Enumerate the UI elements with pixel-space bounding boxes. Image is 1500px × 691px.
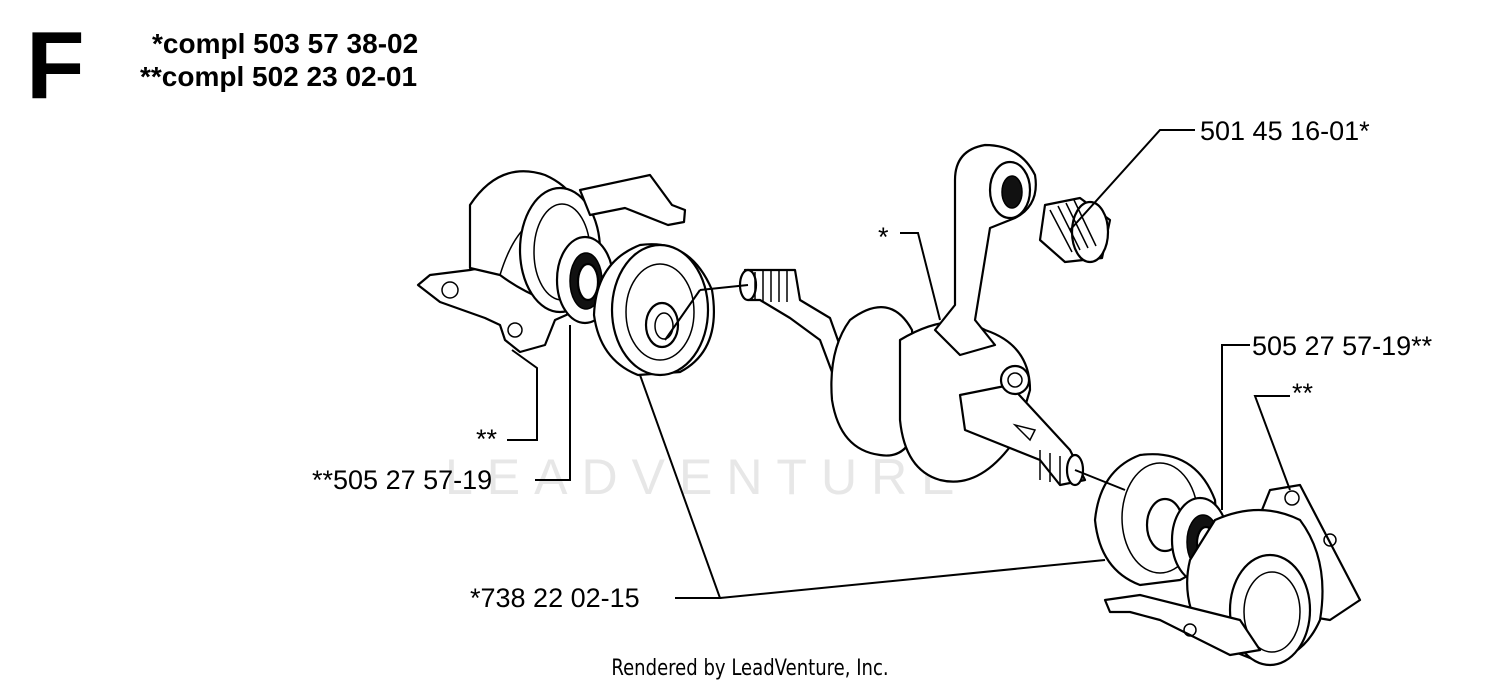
complete-kit-1: *compl 503 57 38-02	[152, 28, 419, 59]
label-seal-right: 505 27 57-19**	[1252, 331, 1433, 361]
footer-credit: Rendered by LeadVenture, Inc.	[611, 656, 889, 681]
left-ball-bearing	[592, 243, 716, 377]
watermark-text: LEADVENTURE	[445, 449, 969, 505]
crankshaft	[738, 268, 1087, 487]
connecting-rod	[933, 143, 1037, 357]
label-seal-left: **505 27 57-19	[312, 465, 493, 495]
leader-lines	[507, 129, 1291, 599]
label-housing-left: **	[476, 424, 498, 454]
section-letter: F	[26, 12, 85, 119]
label-ball-bearing: *738 22 02-15	[470, 583, 640, 613]
label-needle-bearing: 501 45 16-01*	[1200, 116, 1370, 146]
label-connecting-rod: *	[878, 222, 889, 252]
label-housing-right: **	[1292, 378, 1314, 408]
right-bearing-housing	[1103, 483, 1362, 667]
complete-kit-2: **compl 502 23 02-01	[140, 61, 418, 92]
needle-bearing	[1038, 196, 1112, 264]
